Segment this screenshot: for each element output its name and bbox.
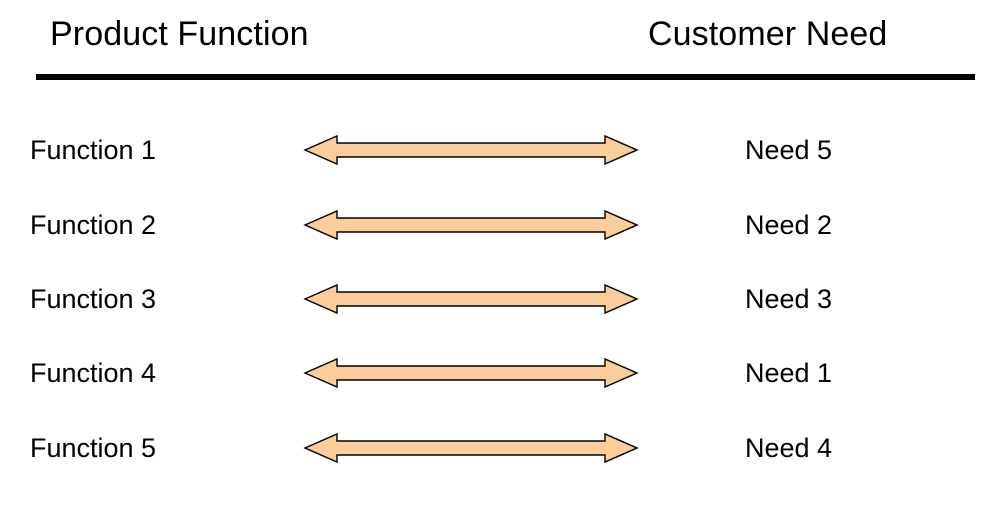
- column-header-row: Product Function Customer Need: [0, 0, 996, 80]
- header-divider-rule: [36, 74, 975, 80]
- need-label: Need 3: [745, 284, 833, 314]
- double-headed-arrow-icon: [303, 273, 639, 325]
- column-header-customer-need: Customer Need: [648, 15, 888, 53]
- double-headed-arrow-icon: [303, 347, 639, 399]
- double-headed-arrow-icon: [303, 422, 639, 474]
- function-label: Function 1: [30, 135, 157, 165]
- function-label: Function 3: [30, 284, 157, 314]
- double-headed-arrow-icon: [303, 199, 639, 251]
- function-label: Function 5: [30, 433, 157, 463]
- mapping-row: Function 4 Need 1: [0, 347, 996, 399]
- function-label: Function 4: [30, 358, 157, 388]
- need-label: Need 1: [745, 358, 833, 388]
- function-label: Function 2: [30, 210, 157, 240]
- need-label: Need 2: [745, 210, 833, 240]
- need-label: Need 5: [745, 135, 833, 165]
- double-headed-arrow-icon: [303, 124, 639, 176]
- mapping-row: Function 2 Need 2: [0, 199, 996, 251]
- mapping-row: Function 5 Need 4: [0, 422, 996, 474]
- mapping-row: Function 1 Need 5: [0, 124, 996, 176]
- need-label: Need 4: [745, 433, 833, 463]
- column-header-product-function: Product Function: [50, 15, 309, 53]
- mapping-row: Function 3 Need 3: [0, 273, 996, 325]
